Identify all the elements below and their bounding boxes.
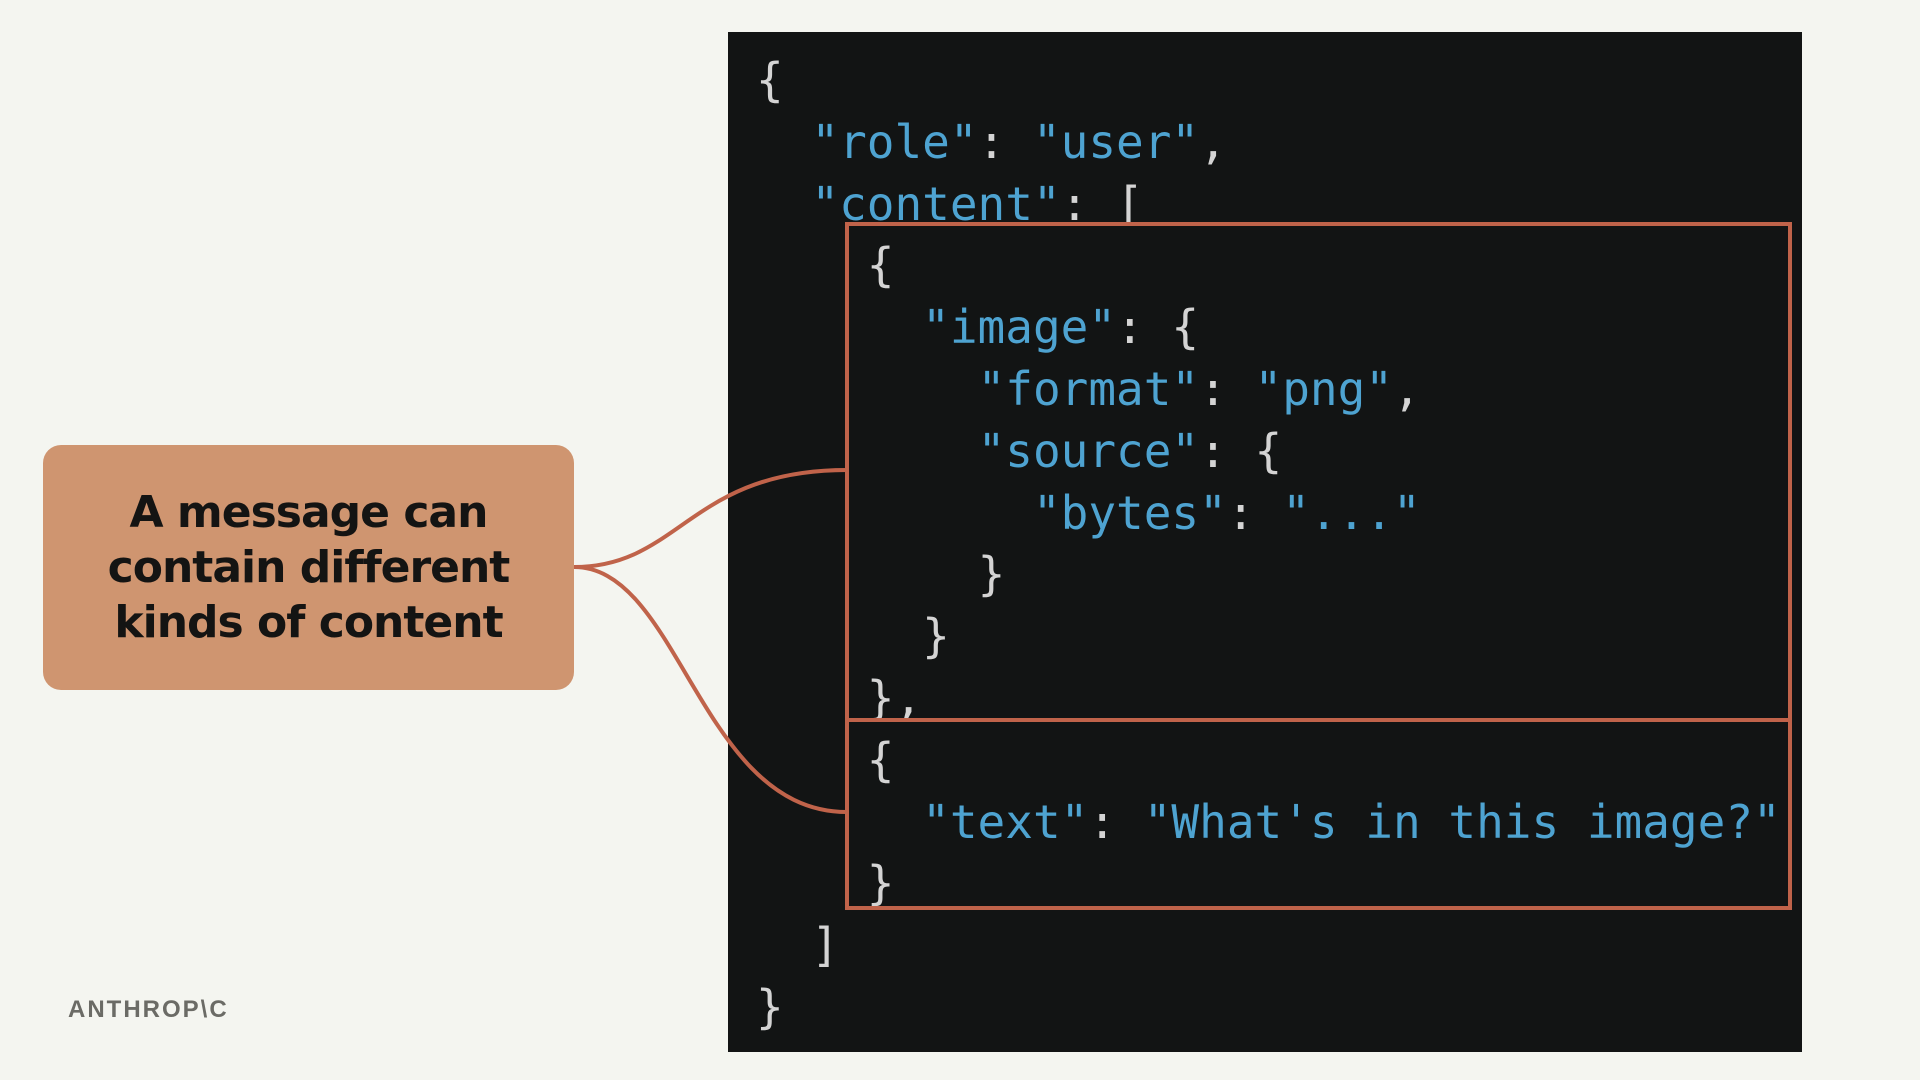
- callout-line-1: A message can: [129, 487, 489, 538]
- code-format-value: "png": [1254, 361, 1393, 416]
- code-image-key: "image": [922, 300, 1117, 355]
- code-close-bracket: ]: [811, 918, 840, 973]
- code-open-bracket: [: [1116, 176, 1144, 231]
- code-content-key: "content": [811, 176, 1061, 231]
- code-panel: { "role": "user", "content": [ { "image"…: [728, 32, 1802, 1052]
- json-code-block: { "role": "user", "content": [ { "image"…: [756, 53, 1781, 1034]
- code-bytes-key: "bytes": [1032, 485, 1227, 540]
- code-role-key: "role": [811, 114, 978, 169]
- callout-box: A message can contain different kinds of…: [43, 445, 574, 690]
- callout-text: A message can contain different kinds of…: [107, 485, 511, 650]
- code-format-key: "format": [977, 361, 1200, 416]
- code-block2-close: }: [866, 856, 895, 911]
- code-block1-close: },: [866, 670, 923, 725]
- code-open-brace: {: [756, 53, 784, 107]
- callout-line-3: kinds of content: [114, 597, 503, 648]
- code-text-key: "text": [922, 794, 1089, 849]
- code-role-value: "user": [1032, 114, 1200, 169]
- code-source-key: "source": [977, 423, 1200, 478]
- anthropic-logo: ANTHROP\C: [68, 996, 229, 1023]
- code-image-close: }: [922, 609, 950, 664]
- code-block2-open: {: [866, 732, 895, 787]
- code-text-value: "What's in this image?": [1143, 794, 1781, 849]
- code-bytes-value: "...": [1282, 485, 1421, 540]
- code-close-brace: }: [756, 979, 784, 1034]
- code-source-close: }: [977, 547, 1006, 602]
- callout-line-2: contain different: [107, 542, 511, 593]
- code-block1-open: {: [866, 238, 895, 293]
